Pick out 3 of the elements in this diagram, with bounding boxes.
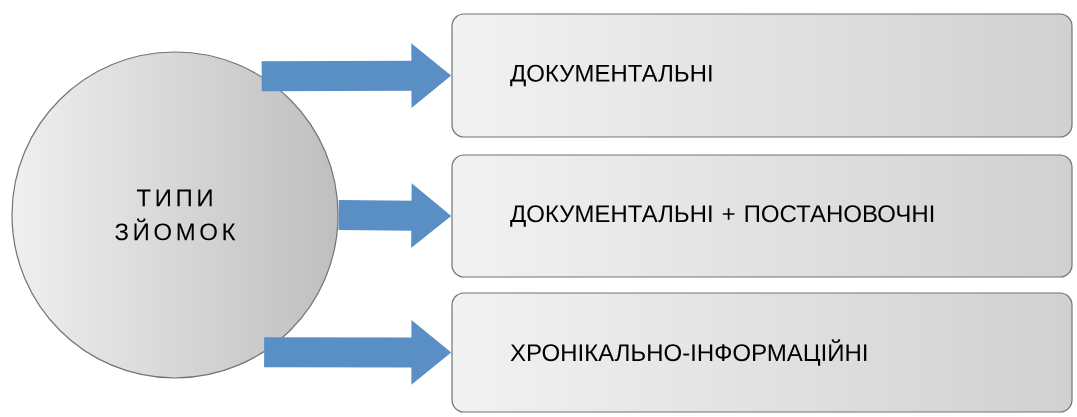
text-box: ДОКУМЕНТАЛЬНІ + ПОСТАНОВОЧНІ bbox=[451, 154, 1073, 278]
text-box: ДОКУМЕНТАЛЬНІ bbox=[451, 13, 1073, 138]
text-box: ХРОНІКАЛЬНО-ІНФОРМАЦІЙНІ bbox=[451, 292, 1073, 413]
